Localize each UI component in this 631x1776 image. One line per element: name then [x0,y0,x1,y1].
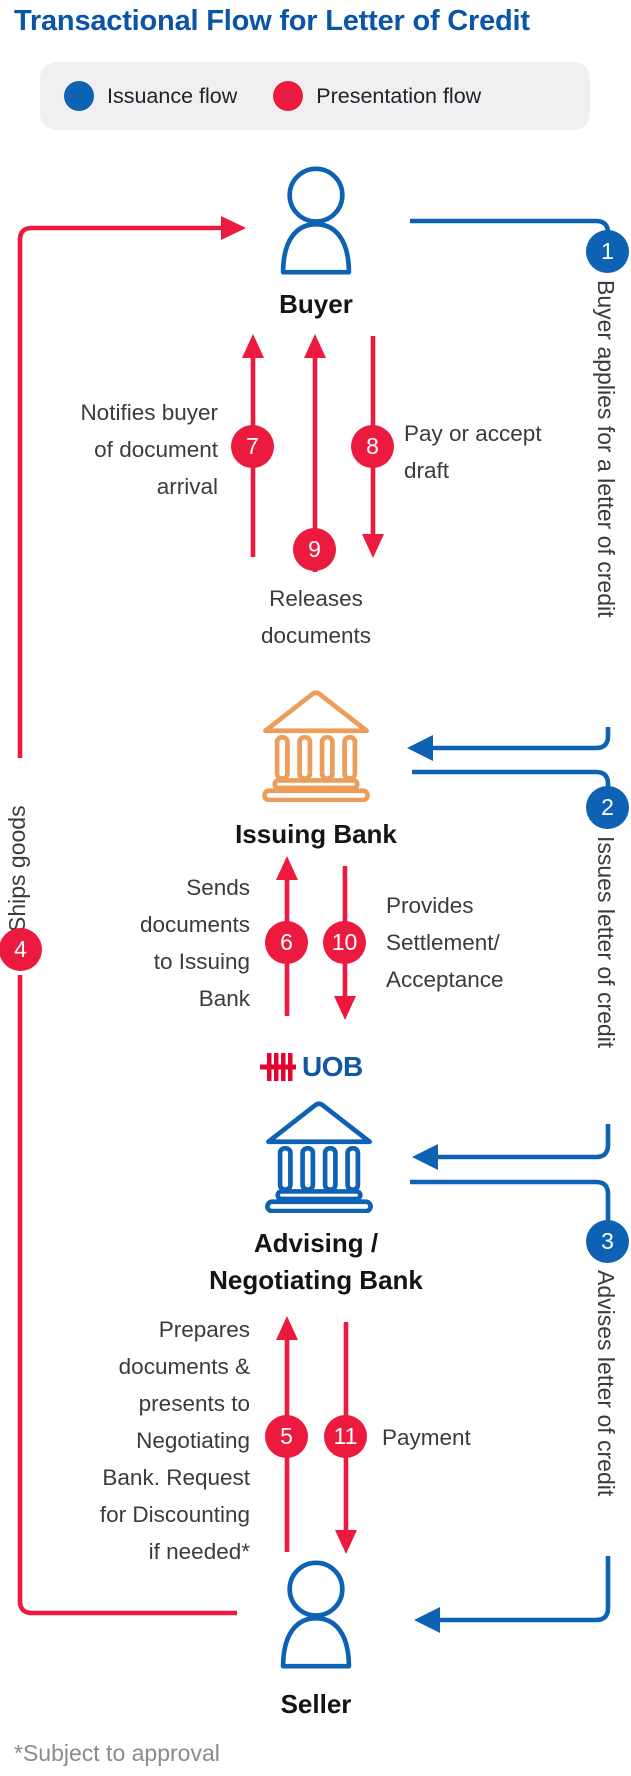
label-step-10: Provides Settlement/ Acceptance [386,893,504,992]
label-step-5: Prepares documents & presents to Negotia… [99,1317,250,1564]
label-step-1: Buyer applies for a letter of credit [593,280,619,618]
seller-person-icon [280,1560,352,1669]
uob-logo-mark-icon [260,1053,296,1081]
uob-logo-text: UOB [302,1051,363,1082]
badge-step-7: 7 [231,425,274,468]
presentation-flow-arrowheads [221,216,384,1554]
badge-step-9: 9 [293,528,336,571]
badge-step-3: 3 [586,1220,629,1263]
label-step-6: Sends documents to Issuing Bank [139,875,250,1011]
footnote: *Subject to approval [14,1740,220,1766]
badge-step-6: 6 [265,921,308,964]
label-step-9: Releases documents [260,586,372,648]
label-step-2: Issues letter of credit [593,836,619,1049]
badge-step-4: 4 [0,928,42,971]
issuing-bank-icon [262,690,370,802]
legend-issuance-label: Issuance flow [107,83,238,108]
seller-label: Seller [280,1689,352,1719]
label-step-7: Notifies buyer of document arrival [80,400,218,499]
advising-bank-label-line1: Advising / [253,1228,379,1258]
page-title: Transactional Flow for Letter of Credit [14,5,530,37]
issuance-flow-dot-icon [64,81,94,111]
badge-step-11: 11 [324,1415,367,1458]
badge-step-1: 1 [586,230,629,273]
badge-step-10: 10 [323,921,366,964]
issuance-flow-lines [410,218,611,1623]
uob-logo: UOB [260,1048,380,1086]
label-step-3: Advises letter of credit [593,1270,619,1497]
advising-bank-icon [265,1101,373,1213]
label-step-4: Ships goods [4,805,30,932]
buyer-person-icon [280,166,352,275]
badge-step-5: 5 [265,1415,308,1458]
badge-step-8: 8 [351,425,394,468]
issuance-flow-arrowheads [407,735,440,1633]
issuing-bank-label: Issuing Bank [235,819,397,849]
legend-presentation-label: Presentation flow [316,83,482,108]
advising-bank-label: Advising / Negotiating Bank [156,1225,476,1299]
legend: Issuance flow Presentation flow [40,62,590,130]
advising-bank-label-line2: Negotiating Bank [209,1265,423,1295]
label-step-11: Payment [382,1425,471,1450]
presentation-flow-dot-icon [273,81,304,111]
badge-step-2: 2 [586,786,629,829]
buyer-label: Buyer [279,289,353,319]
label-step-8: Pay or accept draft [404,421,542,483]
